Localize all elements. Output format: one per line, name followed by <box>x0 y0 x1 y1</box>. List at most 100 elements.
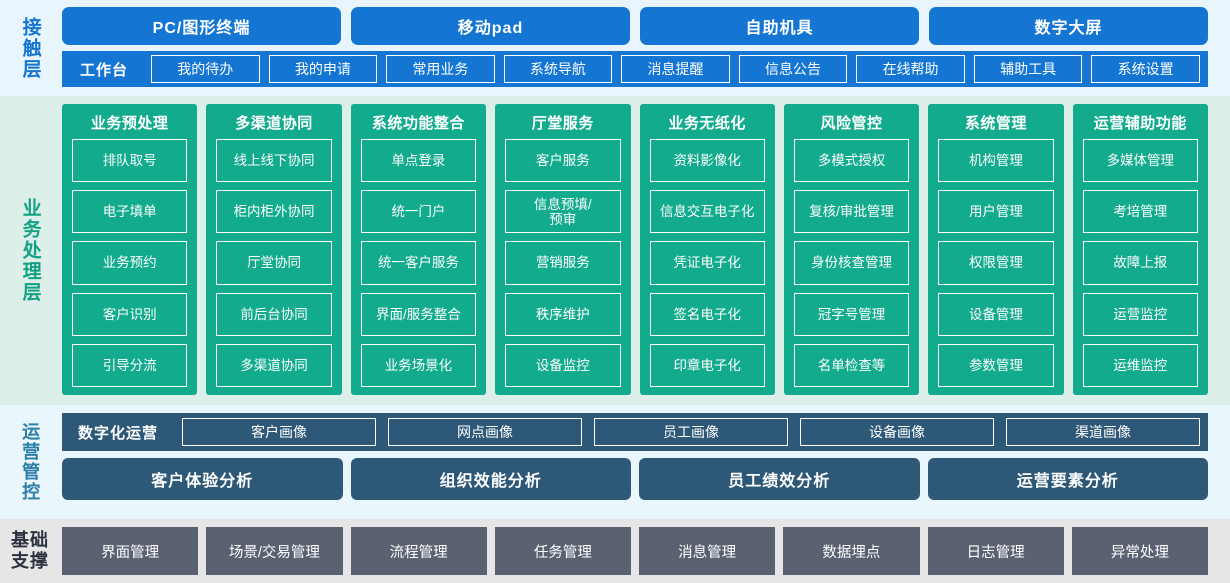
business-item[interactable]: 运营监控 <box>1082 292 1198 336</box>
business-item[interactable]: 引导分流 <box>72 343 188 388</box>
workbench-item-information-bulletin[interactable]: 信息公告 <box>738 55 848 83</box>
business-item[interactable]: 信息交互电子化 <box>649 190 765 234</box>
business-item[interactable]: 复核/审批管理 <box>793 190 910 234</box>
business-item[interactable]: 统一门户 <box>360 190 477 234</box>
business-column-system-function-integration: 系统功能整合 单点登录 统一门户 统一客户服务 界面/服务整合 业务场景化 <box>350 104 487 395</box>
channel-button[interactable]: PC/图形终端 <box>62 7 341 45</box>
business-item[interactable]: 厅堂协同 <box>216 241 332 285</box>
contact-layer-label-text: 接触层 <box>19 16 41 80</box>
business-item[interactable]: 考培管理 <box>1082 190 1198 234</box>
workbench-item-my-todo[interactable]: 我的待办 <box>151 55 260 83</box>
business-item[interactable]: 故障上报 <box>1082 241 1198 285</box>
analysis-item-employee-performance[interactable]: 员工绩效分析 <box>639 458 920 500</box>
portrait-item-channel[interactable]: 渠道画像 <box>1006 418 1201 446</box>
analysis-item-organization-efficiency[interactable]: 组织效能分析 <box>350 458 631 500</box>
business-item[interactable]: 客户服务 <box>505 139 621 183</box>
business-layer-label: 业务处理层 <box>0 96 60 405</box>
workbench-title: 工作台 <box>80 61 129 79</box>
foundation-layer-body: 界面管理 场景/交易管理 流程管理 任务管理 消息管理 数据埋点 日志管理 异常… <box>60 519 1230 583</box>
contact-layer-label: 接触层 <box>0 0 60 96</box>
portrait-item-customer[interactable]: 客户画像 <box>182 418 377 446</box>
workbench-item-common-business[interactable]: 常用业务 <box>386 55 495 83</box>
operation-layer-section: 运营管控 数字化运营 客户画像 网点画像 员工画像 设备画像 渠道画像 客户体验… <box>0 405 1230 519</box>
foundation-item-log-management[interactable]: 日志管理 <box>927 527 1064 575</box>
business-layer-body: 业务预处理 排队取号 电子填单 业务预约 客户识别 引导分流 多渠道协同 线上线… <box>60 96 1230 405</box>
foundation-item-process-management[interactable]: 流程管理 <box>350 527 487 575</box>
workbench-item-system-settings[interactable]: 系统设置 <box>1091 55 1200 83</box>
channel-button[interactable]: 数字大屏 <box>929 7 1208 45</box>
business-item[interactable]: 参数管理 <box>938 343 1054 388</box>
business-item[interactable]: 客户识别 <box>72 292 188 336</box>
workbench-item-message-reminder[interactable]: 消息提醒 <box>621 55 730 83</box>
business-item[interactable]: 业务场景化 <box>360 343 477 388</box>
foundation-item-task-management[interactable]: 任务管理 <box>494 527 631 575</box>
business-item[interactable]: 业务预约 <box>72 241 188 285</box>
business-item[interactable]: 设备监控 <box>505 343 621 388</box>
business-item[interactable]: 营销服务 <box>505 241 621 285</box>
operation-layer-label: 运营管控 <box>0 405 60 519</box>
business-item[interactable]: 多媒体管理 <box>1082 139 1198 183</box>
business-item[interactable]: 印章电子化 <box>649 343 765 388</box>
channel-button[interactable]: 自助机具 <box>640 7 919 45</box>
workbench-item-online-help[interactable]: 在线帮助 <box>856 55 965 83</box>
business-item[interactable]: 冠字号管理 <box>793 292 910 336</box>
business-item[interactable]: 机构管理 <box>938 139 1054 183</box>
business-item[interactable]: 单点登录 <box>360 139 477 183</box>
business-item[interactable]: 排队取号 <box>72 139 188 183</box>
workbench-item-auxiliary-tools[interactable]: 辅助工具 <box>973 55 1083 83</box>
business-column-risk-control: 风险管控 多模式授权 复核/审批管理 身份核查管理 冠字号管理 名单检查等 <box>783 104 920 395</box>
business-item[interactable]: 身份核查管理 <box>793 241 910 285</box>
business-item[interactable]: 权限管理 <box>938 241 1054 285</box>
digital-operation-title: 数字化运营 <box>78 424 159 442</box>
business-layer-section: 业务处理层 业务预处理 排队取号 电子填单 业务预约 客户识别 引导分流 多渠道… <box>0 96 1230 405</box>
contact-layer-section: 接触层 PC/图形终端 移动pad 自助机具 数字大屏 工作台 我的待办 我的申… <box>0 0 1230 96</box>
analysis-row: 客户体验分析 组织效能分析 员工绩效分析 运营要素分析 <box>62 458 1208 500</box>
business-column-items: 资料影像化 信息交互电子化 凭证电子化 签名电子化 印章电子化 <box>649 139 765 388</box>
business-column-title: 业务预处理 <box>90 115 169 132</box>
channel-row: PC/图形终端 移动pad 自助机具 数字大屏 <box>62 7 1208 45</box>
business-item[interactable]: 柜内柜外协同 <box>216 190 332 234</box>
foundation-item-interface-management[interactable]: 界面管理 <box>62 527 199 575</box>
operation-layer-label-text: 运营管控 <box>20 422 41 502</box>
portrait-item-branch[interactable]: 网点画像 <box>388 418 583 446</box>
business-column-title: 系统功能整合 <box>371 115 465 132</box>
business-column-title: 多渠道协同 <box>235 115 313 132</box>
business-item[interactable]: 签名电子化 <box>649 292 765 336</box>
analysis-item-operation-elements[interactable]: 运营要素分析 <box>927 458 1208 500</box>
foundation-item-exception-handling[interactable]: 异常处理 <box>1071 527 1208 575</box>
business-item[interactable]: 资料影像化 <box>649 139 765 183</box>
business-item[interactable]: 设备管理 <box>938 292 1054 336</box>
business-item[interactable]: 前后台协同 <box>216 292 332 336</box>
business-column-title: 业务无纸化 <box>668 115 746 132</box>
business-item[interactable]: 线上线下协同 <box>216 139 332 183</box>
business-column-title: 厅堂服务 <box>531 115 594 132</box>
foundation-item-message-management[interactable]: 消息管理 <box>639 527 776 575</box>
business-column-title: 系统管理 <box>964 115 1027 132</box>
business-item[interactable]: 用户管理 <box>938 190 1054 234</box>
workbench-item-system-navigation[interactable]: 系统导航 <box>503 55 613 83</box>
business-item[interactable]: 界面/服务整合 <box>360 292 477 336</box>
business-item[interactable]: 多渠道协同 <box>216 343 332 388</box>
portrait-item-employee[interactable]: 员工画像 <box>594 418 789 446</box>
business-item[interactable]: 秩序维护 <box>505 292 621 336</box>
contact-layer-body: PC/图形终端 移动pad 自助机具 数字大屏 工作台 我的待办 我的申请 常用… <box>60 0 1230 96</box>
business-item[interactable]: 信息预填/ 预审 <box>505 190 621 234</box>
workbench-item-my-application[interactable]: 我的申请 <box>268 55 378 83</box>
business-item[interactable]: 统一客户服务 <box>360 241 477 285</box>
business-column-operation-auxiliary: 运营辅助功能 多媒体管理 考培管理 故障上报 运营监控 运维监控 <box>1072 104 1208 395</box>
portrait-item-device[interactable]: 设备画像 <box>800 418 995 446</box>
analysis-item-customer-experience[interactable]: 客户体验分析 <box>62 458 343 500</box>
business-item[interactable]: 多模式授权 <box>793 139 910 183</box>
business-column-pre-processing: 业务预处理 排队取号 电子填单 业务预约 客户识别 引导分流 <box>62 104 198 395</box>
business-item[interactable]: 名单检查等 <box>793 343 910 388</box>
foundation-item-data-tracking[interactable]: 数据埋点 <box>783 527 920 575</box>
digital-operation-bar: 数字化运营 客户画像 网点画像 员工画像 设备画像 渠道画像 <box>62 413 1208 451</box>
foundation-item-scene-transaction-management[interactable]: 场景/交易管理 <box>206 527 343 575</box>
business-item[interactable]: 凭证电子化 <box>649 241 765 285</box>
foundation-layer-section: 基础支撑 界面管理 场景/交易管理 流程管理 任务管理 消息管理 数据埋点 日志… <box>0 519 1230 583</box>
channel-button[interactable]: 移动pad <box>351 7 630 45</box>
business-item[interactable]: 电子填单 <box>72 190 188 234</box>
business-item[interactable]: 运维监控 <box>1082 343 1198 388</box>
business-column-multichannel-collaboration: 多渠道协同 线上线下协同 柜内柜外协同 厅堂协同 前后台协同 多渠道协同 <box>206 104 342 395</box>
